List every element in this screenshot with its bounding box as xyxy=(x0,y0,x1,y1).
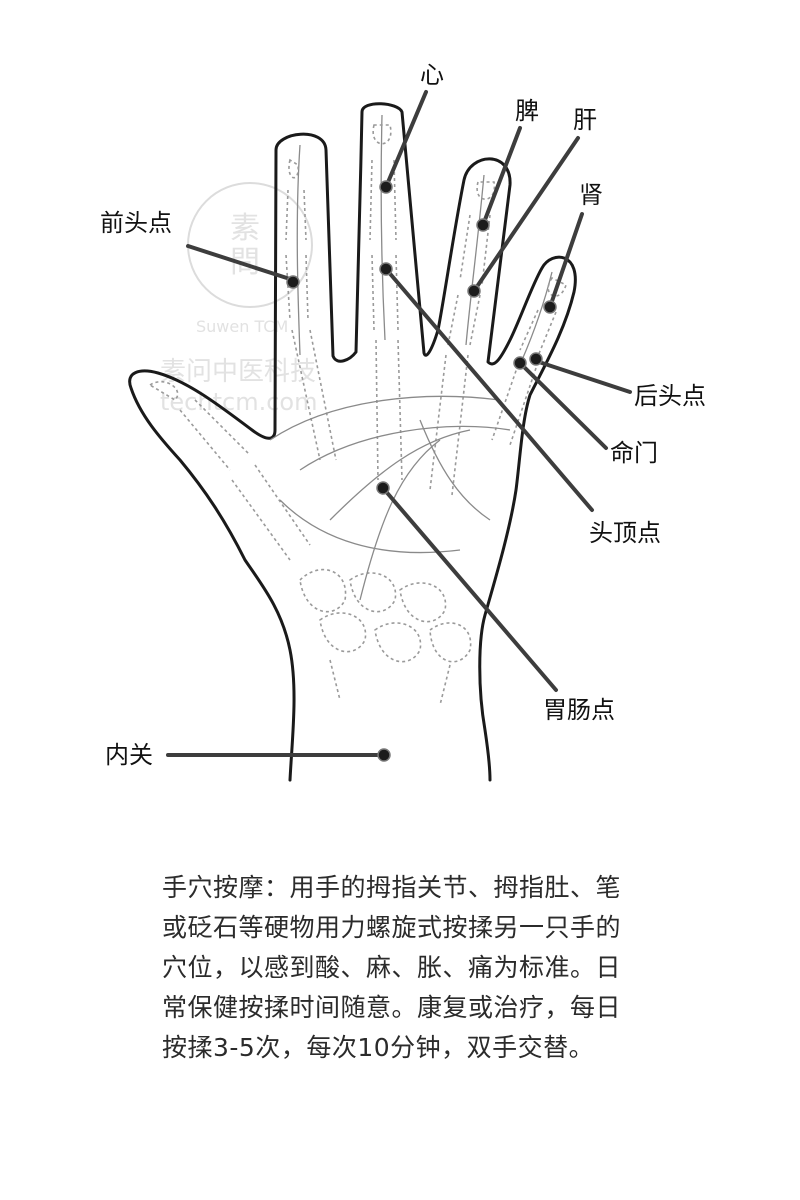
leader-lines xyxy=(166,90,632,757)
watermark-site: techtcm.com xyxy=(160,388,317,416)
point-marker-gan xyxy=(467,284,481,298)
leader-line-gan xyxy=(472,136,580,293)
leader-line-shen xyxy=(548,212,584,309)
hand-acupoint-diagram: 素 問 Suwen TCM 素问中医科技 techtcm.com xyxy=(100,61,706,782)
label-neiguan: 内关 xyxy=(105,741,153,769)
point-labels: 心 脾 肝 肾 前头点 后头点 命门 头顶点 胃肠点 内关 xyxy=(100,61,706,769)
label-weichangdian: 胃肠点 xyxy=(543,696,615,724)
leader-line-qiantoudian xyxy=(186,244,295,282)
point-marker-pi xyxy=(476,218,490,232)
watermark-seal-char-top: 素 xyxy=(230,211,260,246)
label-xin: 心 xyxy=(420,61,444,89)
point-marker-toudingdian xyxy=(379,262,393,276)
acupoint-markers xyxy=(286,180,557,762)
leader-line-pi xyxy=(481,126,522,227)
label-pi: 脾 xyxy=(515,97,539,125)
leader-line-weichangdian xyxy=(381,486,558,692)
watermark: 素 問 Suwen TCM 素问中医科技 techtcm.com xyxy=(160,182,317,416)
point-marker-shen xyxy=(543,300,557,314)
leader-line-xin xyxy=(384,90,428,189)
leader-line-houtoudian xyxy=(534,359,632,394)
point-marker-houtoudian xyxy=(529,352,543,366)
palm-creases xyxy=(269,395,511,601)
watermark-brand-cn: 素问中医科技 xyxy=(160,357,316,387)
hand-bones xyxy=(148,124,567,706)
point-marker-neiguan xyxy=(377,748,391,762)
point-marker-weichangdian xyxy=(376,481,390,495)
finger-inner-lines xyxy=(296,114,553,361)
label-toudingdian: 头顶点 xyxy=(589,519,661,547)
label-shen: 肾 xyxy=(579,181,603,209)
leader-line-toudingdian xyxy=(384,267,594,512)
point-marker-qiantoudian xyxy=(286,275,300,289)
leader-line-mingmen xyxy=(518,361,608,450)
hand-outline xyxy=(128,102,577,782)
point-marker-mingmen xyxy=(513,356,527,370)
massage-instructions-text: 手穴按摩：用手的拇指关节、拇指肚、笔或砭石等硬物用力螺旋式按揉另一只手的穴位，以… xyxy=(162,873,622,1062)
label-gan: 肝 xyxy=(573,106,597,134)
label-mingmen: 命门 xyxy=(610,439,658,467)
label-qiantoudian: 前头点 xyxy=(100,209,172,237)
label-houtoudian: 后头点 xyxy=(634,382,706,410)
watermark-brand-en: Suwen TCM xyxy=(196,317,288,336)
point-marker-xin xyxy=(379,180,393,194)
